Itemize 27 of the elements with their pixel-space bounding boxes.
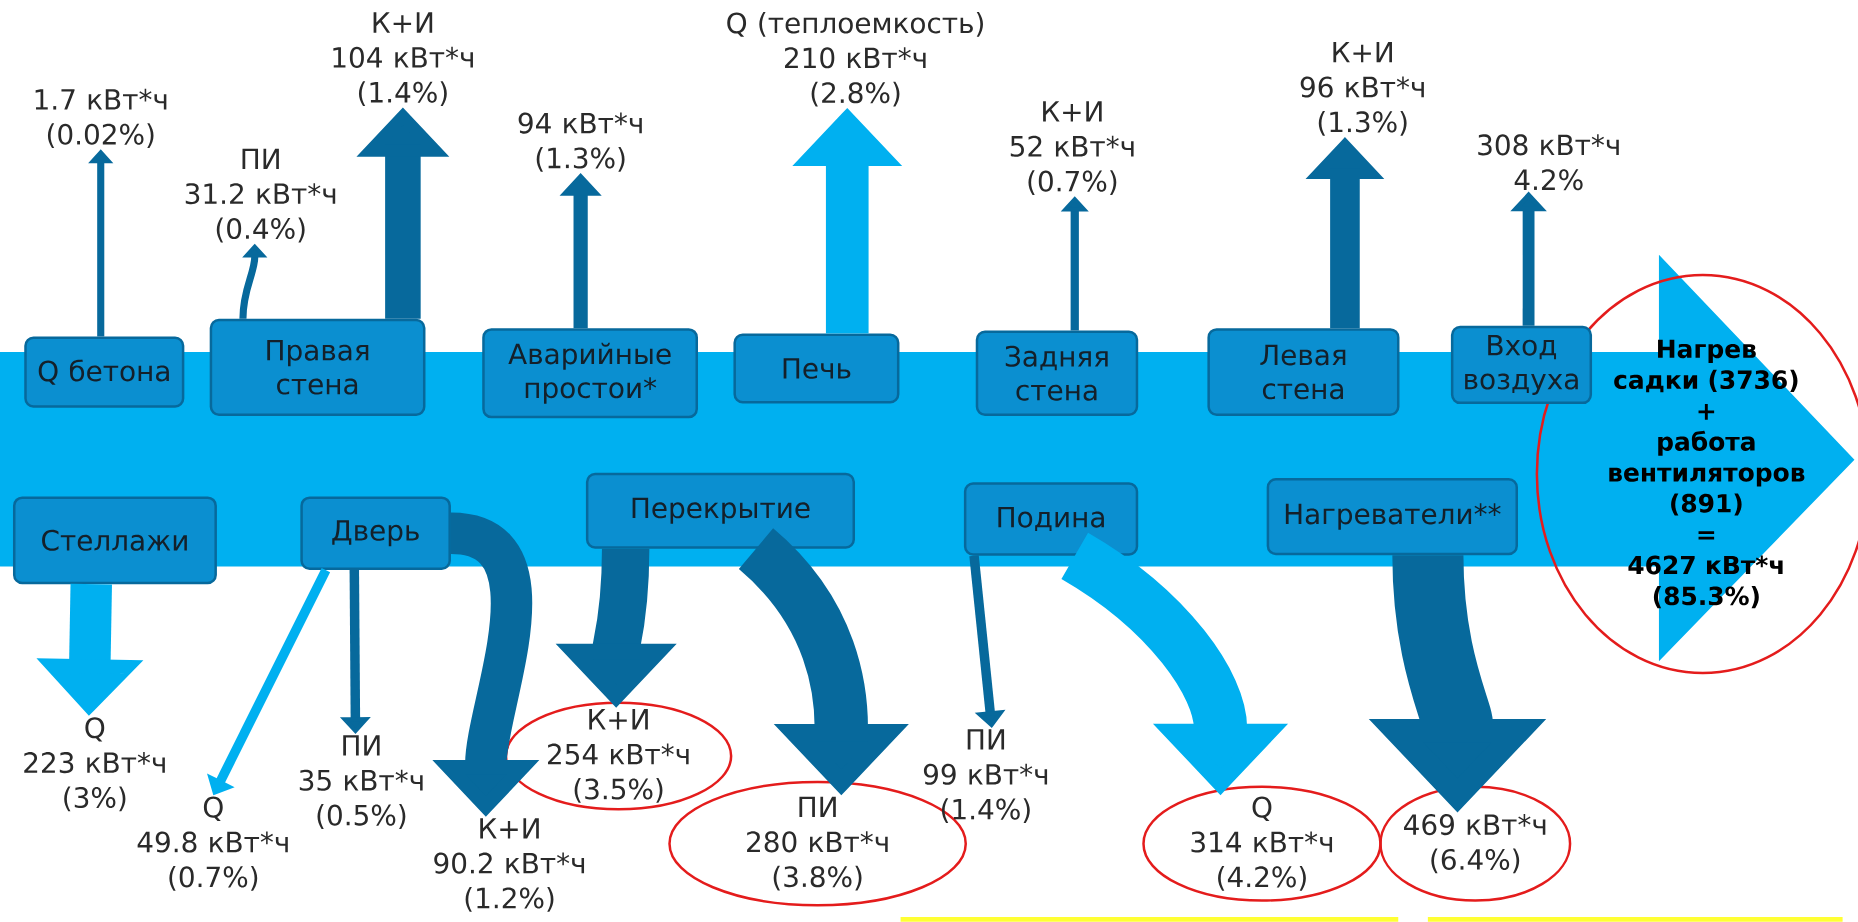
category-box: Q бетона <box>24 336 185 408</box>
category-box: Перекрытие <box>585 472 855 549</box>
value-label: ПИ 35 кВт*ч (0.5%) <box>299 735 423 829</box>
category-box: Аварийные простои* <box>482 328 698 419</box>
category-box: Нагреватели** <box>1266 478 1518 556</box>
value-label: К+И 96 кВт*ч (1.3%) <box>1300 42 1424 136</box>
category-box: Задняя стена <box>975 330 1139 417</box>
value-label: Q (теплоемкость) 210 кВт*ч (2.8%) <box>727 12 983 107</box>
category-box: Печь <box>733 333 900 404</box>
category-box: Вход воздуха <box>1450 325 1593 405</box>
category-box: Левая стена <box>1207 328 1400 417</box>
value-label: Q 314 кВт*ч (4.2%) <box>1191 796 1333 891</box>
value-label: К+И 90.2 кВт*ч (1.2%) <box>434 818 585 912</box>
value-label: ПИ 99 кВт*ч (1.4%) <box>923 729 1048 824</box>
value-label: К+И 52 кВт*ч (0.7%) <box>1010 101 1134 196</box>
value-label: ПИ 280 кВт*ч (3.8%) <box>747 796 888 891</box>
value-label: 94 кВт*ч (1.3%) <box>518 112 642 172</box>
category-box: Стеллажи <box>13 496 217 585</box>
category-box: Дверь <box>300 496 451 571</box>
value-label: 1.7 кВт*ч (0.02%) <box>35 88 167 149</box>
category-box: Правая стена <box>209 318 426 417</box>
value-label: 308 кВт*ч 4.2% <box>1478 134 1619 191</box>
value-label: К+И 104 кВт*ч (1.4%) <box>333 12 473 107</box>
category-box: Подина <box>963 482 1139 556</box>
value-label: ПИ 31.2 кВт*ч (0.4%) <box>185 148 336 243</box>
value-label: К+И 254 кВт*ч (3.5%) <box>548 709 689 803</box>
value-label: 469 кВт*ч (6.4%) <box>1404 814 1546 874</box>
